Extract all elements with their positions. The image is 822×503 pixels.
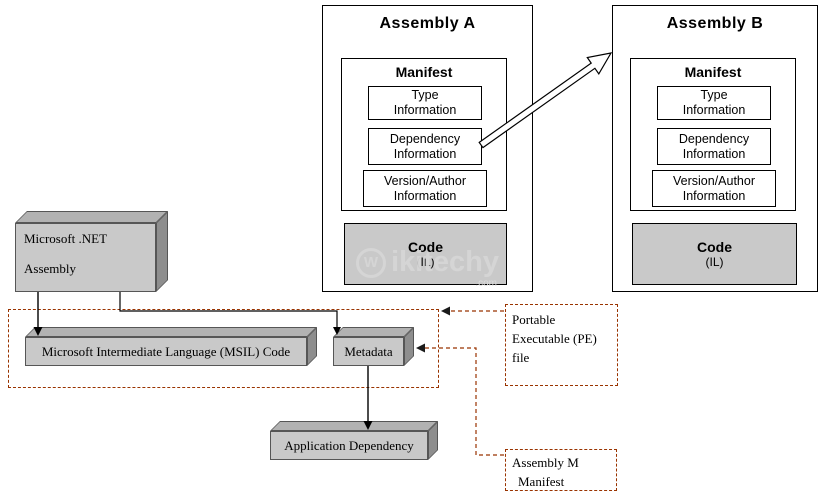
pe-note-arrowhead — [441, 306, 450, 316]
info-line: Type — [700, 88, 728, 102]
wikitechy-logo-icon: W — [356, 247, 386, 278]
code-title: Code — [697, 239, 732, 255]
info-line: Version/Author — [673, 173, 755, 188]
assembly-b-box: Assembly B Manifest Type Information Dep… — [612, 5, 818, 292]
box-top-face — [25, 327, 317, 337]
info-line: Information — [393, 146, 457, 161]
info-line: Type — [411, 88, 439, 102]
metadata-label: Metadata — [344, 343, 393, 359]
assembly-manifest-note-text: Assembly M Manifest — [506, 450, 616, 496]
net-assembly-label-line2: Assembly — [24, 261, 76, 276]
box-front-face: Microsoft Intermediate Language (MSIL) C… — [25, 337, 307, 366]
pe-file-note-box: Portable Executable (PE) file — [505, 304, 618, 386]
code-subtitle: (IL) — [705, 255, 724, 269]
assembly-a-version-author-information-box: Version/Author Information — [363, 170, 487, 207]
pe-note-line: Portable — [512, 312, 556, 327]
assembly-b-dependency-information-box: Dependency Information — [657, 128, 771, 165]
assembly-a-title: Assembly A — [379, 15, 476, 32]
info-line: Information — [682, 146, 746, 161]
info-line: Dependency — [389, 131, 461, 146]
info-line: Information — [682, 103, 746, 117]
msil-code-label: Microsoft Intermediate Language (MSIL) C… — [41, 343, 291, 359]
info-line: Version/Author — [384, 173, 466, 188]
assembly-manifest-note-line: Assembly M — [512, 455, 579, 470]
assembly-a-type-information-box: Type Information — [368, 86, 482, 120]
box-top-face — [15, 211, 168, 223]
code-title: Code — [408, 239, 443, 255]
box-front-face: Metadata — [333, 337, 404, 366]
assembly-b-manifest-box: Manifest Type Information Dependency Inf… — [630, 58, 796, 211]
box-front-face: Microsoft .NET Assembly — [15, 223, 156, 292]
wikitechy-watermark: W ikitechy .com — [356, 246, 499, 289]
pe-note-line: Executable (PE) — [512, 331, 597, 346]
box-top-face — [270, 421, 438, 431]
assembly-a-manifest-box: Manifest Type Information Dependency Inf… — [341, 58, 507, 211]
assembly-b-version-author-information-box: Version/Author Information — [652, 170, 776, 207]
net-assembly-label-line1: Microsoft .NET — [24, 231, 108, 246]
box-top-face — [333, 327, 414, 337]
assembly-manifest-note-line: Manifest — [518, 474, 565, 489]
box-front-face: Application Dependency — [270, 431, 428, 460]
box-side-face — [156, 211, 168, 292]
info-line: Information — [393, 103, 457, 117]
assembly-a-manifest-title: Manifest — [395, 64, 453, 80]
assembly-b-manifest-title: Manifest — [684, 64, 742, 80]
code-subtitle: (IL) — [416, 255, 435, 269]
watermark-text: ikitechy — [391, 246, 499, 278]
assembly-b-code-box: Code (IL) — [632, 223, 797, 285]
pe-file-note-text: Portable Executable (PE) file — [506, 305, 617, 372]
info-line: Information — [682, 188, 746, 203]
watermark-suffix: .com — [475, 278, 497, 289]
assembly-a-dependency-information-box: Dependency Information — [368, 128, 482, 165]
assembly-manifest-note-box: Assembly M Manifest — [505, 449, 617, 491]
application-dependency-label: Application Dependency — [284, 437, 414, 453]
assembly-b-type-information-box: Type Information — [657, 86, 771, 120]
info-line: Dependency — [678, 131, 750, 146]
pe-note-line: file — [512, 350, 530, 365]
info-line: Information — [393, 188, 457, 203]
assembly-b-title: Assembly B — [666, 15, 764, 32]
